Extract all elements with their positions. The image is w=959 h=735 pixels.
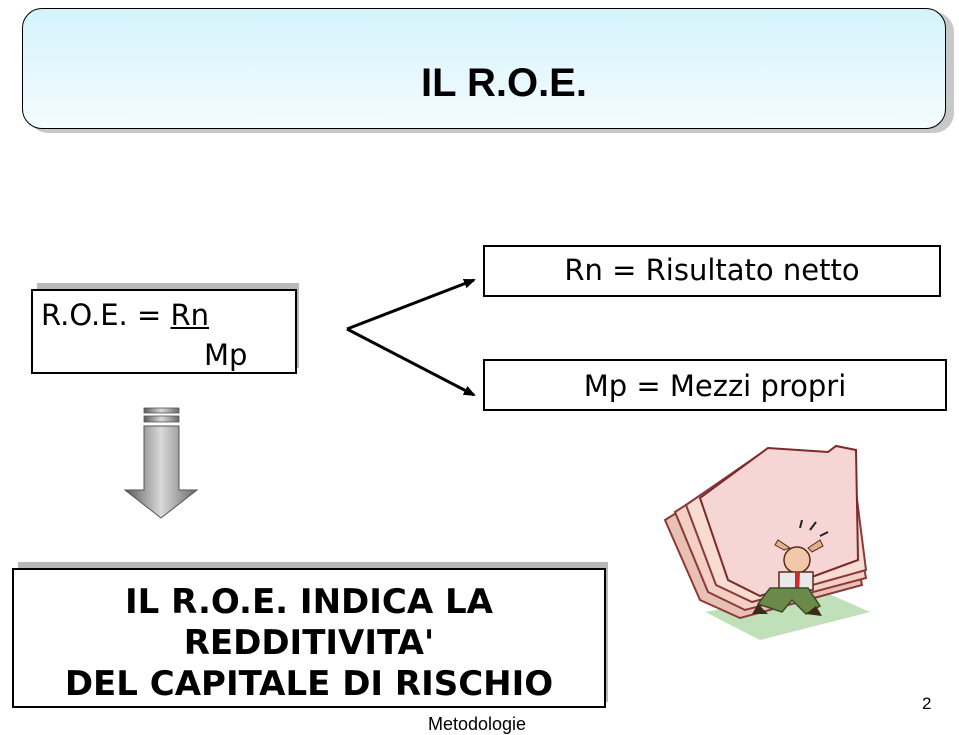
conclusion-box: IL R.O.E. INDICA LA REDDITIVITA' DEL CAP… xyxy=(12,568,606,708)
arrow-to-rn xyxy=(346,278,476,331)
formula-denominator: Mp xyxy=(204,338,248,372)
conclusion-line-3: DEL CAPITALE DI RISCHIO xyxy=(64,664,554,704)
definition-rn-box: Rn = Risultato netto xyxy=(483,245,941,297)
footer-text: Metodologie xyxy=(428,714,527,734)
formula-lhs: R.O.E. = xyxy=(41,298,171,332)
down-arrow-icon xyxy=(123,407,199,519)
definition-mp-box: Mp = Mezzi propri xyxy=(483,359,947,411)
page-number: 2 xyxy=(922,694,932,713)
conclusion-line-1: IL R.O.E. INDICA LA xyxy=(125,582,493,622)
man-lifting-folders-illustration xyxy=(663,444,870,640)
slide-title: IL R.O.E. xyxy=(421,61,587,105)
title-banner: IL R.O.E. xyxy=(22,8,946,129)
formula-numerator: Rn xyxy=(170,298,210,332)
definition-rn: Rn = Risultato netto xyxy=(564,253,860,287)
formula-top-line: R.O.E. = Rn xyxy=(41,299,209,331)
arrow-to-mp xyxy=(346,327,476,397)
conclusion-line-2: REDDITIVITA' xyxy=(183,623,435,663)
definition-mp: Mp = Mezzi propri xyxy=(583,369,847,403)
formula-box: R.O.E. = Rn Mp xyxy=(31,289,297,374)
